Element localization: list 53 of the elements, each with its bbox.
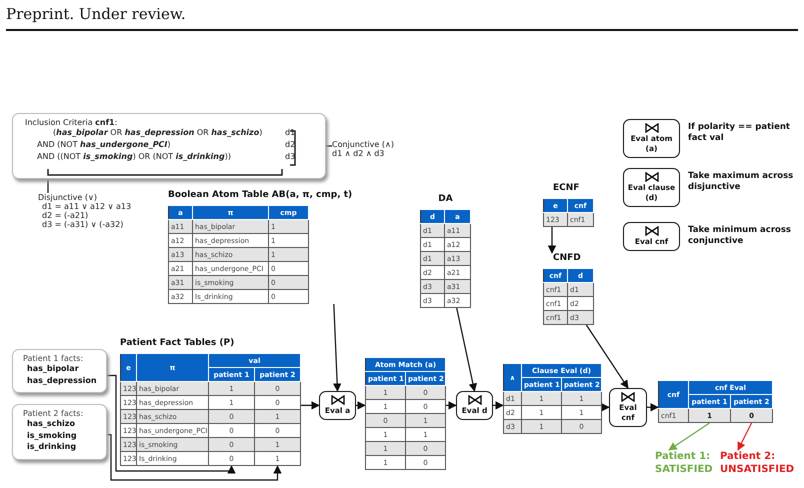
table-title: DA [437,194,454,204]
arrow [456,308,478,392]
criteria-heading: Inclusion Criteria cnf1: [25,118,118,127]
clause-label: d3 [285,152,296,161]
result-text: Patient 2: UNSATISFIED [720,450,796,476]
facts-heading: Patient 1 facts: [23,354,84,363]
connector-line [326,145,332,147]
clause-label: d2 [285,140,296,149]
arrow [107,434,282,481]
operator-box [456,391,493,420]
formula-text: AND (NOT has_undergone_PCI) [37,140,171,149]
arrow [107,374,236,474]
operator-box [623,222,680,251]
arrow [301,401,320,410]
criteria-card [12,113,326,179]
formula-text: AND ((NOT is_smoking) OR (NOT is_drinking)) [37,152,231,161]
facts-list: has_bipolar has_depression [27,363,100,386]
table-title: Boolean Atom Table AB(a, π, cmp, t) [168,190,352,200]
arrow [668,422,710,450]
arrow [356,401,366,410]
header-text: Preprint. Under review. [6,5,186,23]
annotation-text: Disjunctive (∨) [38,193,98,202]
arrow [647,403,659,412]
formula-text: (has_bipolar OR has_depression OR has_schizo) [53,128,262,137]
table-title: CNFD [553,253,582,263]
facts-card [12,404,107,460]
facts-heading: Patient 2 facts: [23,409,84,418]
operator-box [319,391,356,420]
note-text: Take maximum across disjunctive [688,171,794,192]
arrow [548,227,556,254]
arrow [493,401,504,410]
arrow [332,304,342,392]
arrow [737,422,752,451]
note-text: If polarity == patient fact val [688,122,791,144]
operator-box [609,388,647,426]
arrow [586,324,628,389]
facts-card [12,349,107,394]
annotation-text: d2 = (-a21) [41,211,90,220]
table-title: ECNF [553,183,580,193]
annotation-text: d1 = a11 ∨ a12 ∨ a13 [41,202,132,211]
annotation-text: d1 ∧ d2 ∧ d3 [332,149,386,158]
connector-line [47,179,49,193]
annotation-text: Conjunctive (∧) [332,140,395,149]
result-text: Patient 1: SATISFIED [655,450,714,476]
annotation-text: d3 = (-a31) ∨ (-a32) [41,220,124,229]
clause-label: d1 [285,128,296,137]
facts-list: has_schizo is_smoking is_drinking [27,418,100,453]
table-title: Patient Fact Tables (P) [120,338,236,348]
operator-box [623,119,680,158]
note-text: Take minimum across conjunctive [688,225,792,246]
operator-box [623,168,680,206]
arrow [601,403,610,412]
arrow [446,401,457,410]
